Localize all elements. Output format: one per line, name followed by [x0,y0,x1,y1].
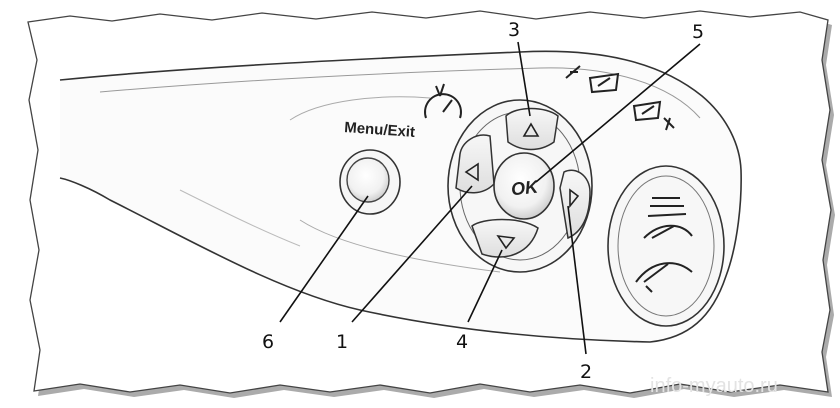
callout-1: 1 [336,331,348,353]
watermark: info-myauto.ru [650,375,778,397]
menu-exit-button[interactable] [339,149,401,215]
callout-3: 3 [508,19,520,41]
callout-2: 2 [580,361,592,383]
menu-exit-label: Menu/Exit [344,119,416,141]
wiper-on-icon[interactable] [643,197,693,239]
windshield-washer-front-icon [565,65,620,94]
callout-4: 4 [456,331,468,353]
wiper-end-cap [607,165,725,327]
speedometer-icon [424,83,462,119]
callout-5: 5 [692,21,704,43]
up-button[interactable] [505,107,559,151]
up-arrow-icon [522,122,540,137]
callout-6: 6 [262,331,274,353]
wiper-off-icon[interactable] [635,262,693,293]
down-button[interactable] [471,218,539,258]
down-arrow-icon [496,234,516,250]
right-arrow-icon [569,188,580,209]
ok-button[interactable]: OK [493,152,555,220]
left-arrow-icon [464,162,479,182]
callout-leaders [279,41,701,355]
windshield-washer-rear-icon [632,100,675,131]
ok-label: OK [510,176,541,199]
